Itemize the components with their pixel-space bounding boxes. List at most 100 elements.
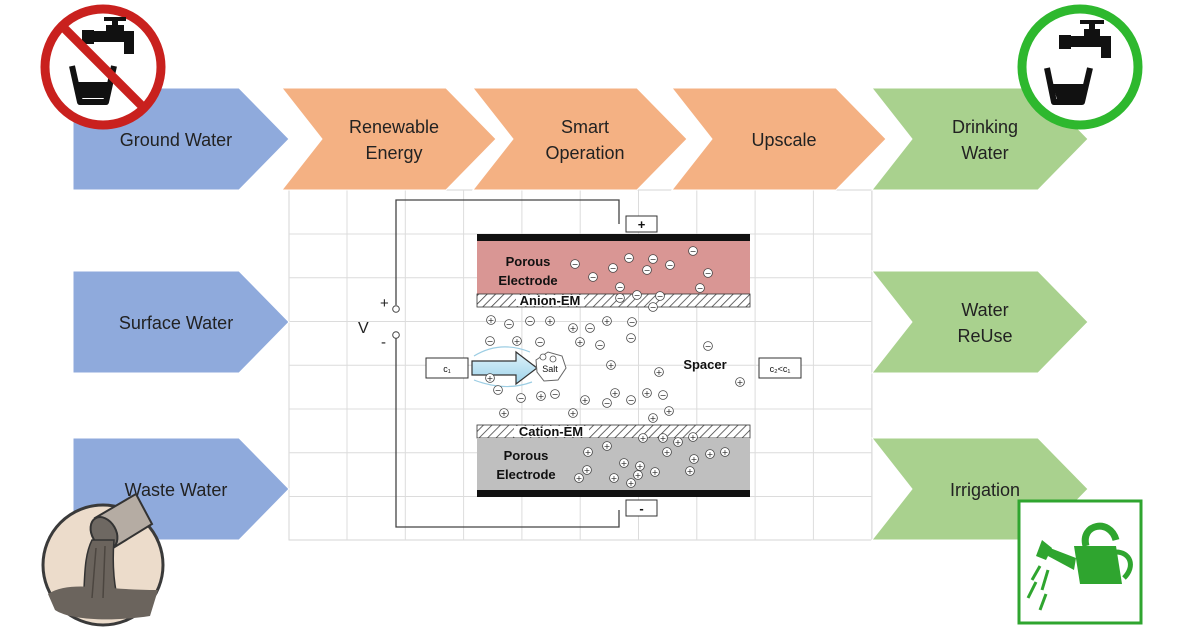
svg-text:+: + — [582, 396, 589, 405]
svg-text:+: + — [611, 474, 618, 483]
salt-label: Salt — [542, 364, 558, 374]
anion-ion: − — [550, 389, 560, 399]
svg-text:+: + — [690, 433, 697, 442]
svg-text:+: + — [604, 442, 611, 451]
svg-text:−: − — [705, 269, 712, 278]
cation-ion: + — [486, 315, 496, 325]
chevron-label: ReUse — [957, 326, 1012, 346]
anion-ion: − — [516, 393, 526, 403]
svg-text:−: − — [527, 317, 534, 326]
cation-ion: + — [574, 473, 584, 483]
svg-text:+: + — [707, 450, 714, 459]
cation-ion: + — [610, 388, 620, 398]
anion-ion: − — [602, 398, 612, 408]
svg-text:Porous: Porous — [506, 254, 551, 269]
chevron-label: Energy — [365, 143, 422, 163]
plus-terminal-box: + — [625, 215, 658, 233]
cation-ion: + — [664, 406, 674, 416]
svg-text:+: + — [640, 434, 647, 443]
anion-ion: − — [632, 290, 642, 300]
cation-ion: + — [580, 395, 590, 405]
cation-ion: + — [568, 408, 578, 418]
svg-text:−: − — [690, 247, 697, 256]
svg-text:+: + — [584, 466, 591, 475]
chevron-label: Smart — [561, 117, 609, 137]
svg-text:+: + — [737, 378, 744, 387]
ion-layer: −−−−−−−−−−−−−−−−−−−−−−−−−−−−−−++++++++++… — [485, 246, 745, 488]
svg-text:c₂<c₁: c₂<c₁ — [770, 364, 791, 374]
svg-text:−: − — [604, 399, 611, 408]
anion-exchange-membrane: Anion-EM — [476, 293, 751, 308]
terminal-minus — [392, 331, 400, 339]
svg-text:−: − — [617, 283, 624, 292]
anion-ion: − — [595, 340, 605, 350]
anion-ion: − — [626, 333, 636, 343]
cation-ion: + — [583, 447, 593, 457]
cation-ion: + — [545, 316, 555, 326]
cation-ion: + — [654, 367, 664, 377]
no-drinking-water-icon — [40, 4, 166, 130]
svg-text:+: + — [612, 389, 619, 398]
svg-text:−: − — [626, 254, 633, 263]
cation-ion: + — [512, 336, 522, 346]
svg-text:+: + — [547, 317, 554, 326]
svg-text:+: + — [650, 414, 657, 423]
anion-ion: − — [535, 337, 545, 347]
svg-text:−: − — [667, 261, 674, 270]
drinking-water-icon — [1017, 4, 1143, 130]
anion-ion: − — [588, 272, 598, 282]
svg-text:+: + — [722, 448, 729, 457]
cation-ion: + — [638, 433, 648, 443]
svg-text:−: − — [705, 342, 712, 351]
svg-text:+: + — [652, 468, 659, 477]
svg-text:−: − — [590, 273, 597, 282]
v-minus-label: - — [381, 334, 386, 351]
cation-ion: + — [688, 432, 698, 442]
svg-text:−: − — [660, 391, 667, 400]
chevron-surface-water: Surface Water — [72, 270, 290, 374]
svg-text:+: + — [514, 337, 521, 346]
svg-text:+: + — [570, 409, 577, 418]
svg-text:+: + — [664, 448, 671, 457]
bottom-porous-electrode: Porous Electrode — [477, 438, 750, 497]
cation-ion: + — [485, 373, 495, 383]
svg-text:+: + — [675, 438, 682, 447]
svg-text:−: − — [628, 334, 635, 343]
cation-ion: + — [662, 447, 672, 457]
cation-ion: + — [582, 465, 592, 475]
svg-text:+: + — [621, 459, 628, 468]
cation-ion: + — [650, 467, 660, 477]
chevron-label: Operation — [545, 143, 624, 163]
cation-ion: + — [720, 447, 730, 457]
voltage-label: V — [358, 320, 369, 337]
svg-text:−: − — [495, 386, 502, 395]
svg-text:−: − — [697, 284, 704, 293]
chevron-label: Water — [961, 300, 1008, 320]
svg-text:+: + — [635, 471, 642, 480]
cation-ion: + — [705, 449, 715, 459]
cation-ion: + — [619, 458, 629, 468]
chevron-label: Ground Water — [120, 130, 232, 150]
svg-text:Electrode: Electrode — [498, 273, 557, 288]
anion-ion: − — [570, 259, 580, 269]
svg-text:c₁: c₁ — [443, 364, 451, 374]
svg-text:Porous: Porous — [504, 448, 549, 463]
cation-ion: + — [602, 316, 612, 326]
svg-text:+: + — [488, 316, 495, 325]
svg-text:−: − — [552, 390, 559, 399]
svg-text:+: + — [538, 392, 545, 401]
cation-exchange-membrane: Cation-EM — [476, 424, 751, 439]
svg-text:-: - — [639, 501, 643, 516]
cation-ion: + — [602, 441, 612, 451]
anion-ion: − — [608, 263, 618, 273]
cation-ion: + — [635, 461, 645, 471]
minus-terminal-box: - — [625, 499, 658, 517]
svg-text:+: + — [691, 455, 698, 464]
chevron-label: Drinking — [952, 117, 1018, 137]
anion-ion: − — [695, 283, 705, 293]
chevron-label: Surface Water — [119, 313, 233, 333]
anion-ion: − — [665, 260, 675, 270]
